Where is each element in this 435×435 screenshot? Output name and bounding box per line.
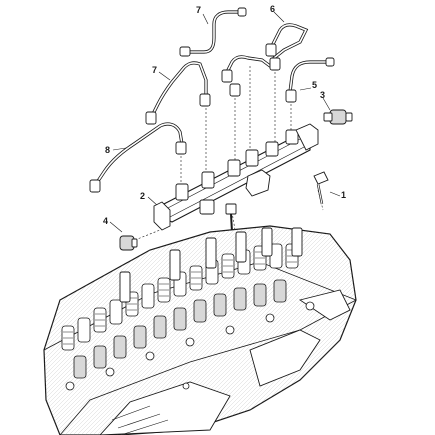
mounting-bolt: [313, 171, 329, 205]
callout-8: 8: [105, 145, 111, 155]
callout-5: 5: [312, 80, 318, 90]
callout-2: 2: [140, 191, 146, 201]
callout-1: 1: [341, 190, 347, 200]
rail-pressure-sensor: [323, 109, 353, 125]
injector-line-middle: [224, 55, 272, 76]
valve-train-cluster: [61, 227, 315, 391]
cylinder-head: [43, 225, 357, 435]
callout-6: 6: [270, 4, 276, 14]
callout-3: 3: [320, 90, 326, 100]
rail-stud: [225, 203, 237, 233]
fuel-rail: [153, 123, 319, 231]
callout-7-upper: 7: [196, 5, 202, 15]
tube-nuts: [89, 7, 335, 193]
callout-4: 4: [103, 216, 109, 226]
callout-7-lower: 7: [152, 65, 158, 75]
rail-plug: [119, 235, 138, 251]
injector-line-7-lower: [150, 61, 208, 118]
